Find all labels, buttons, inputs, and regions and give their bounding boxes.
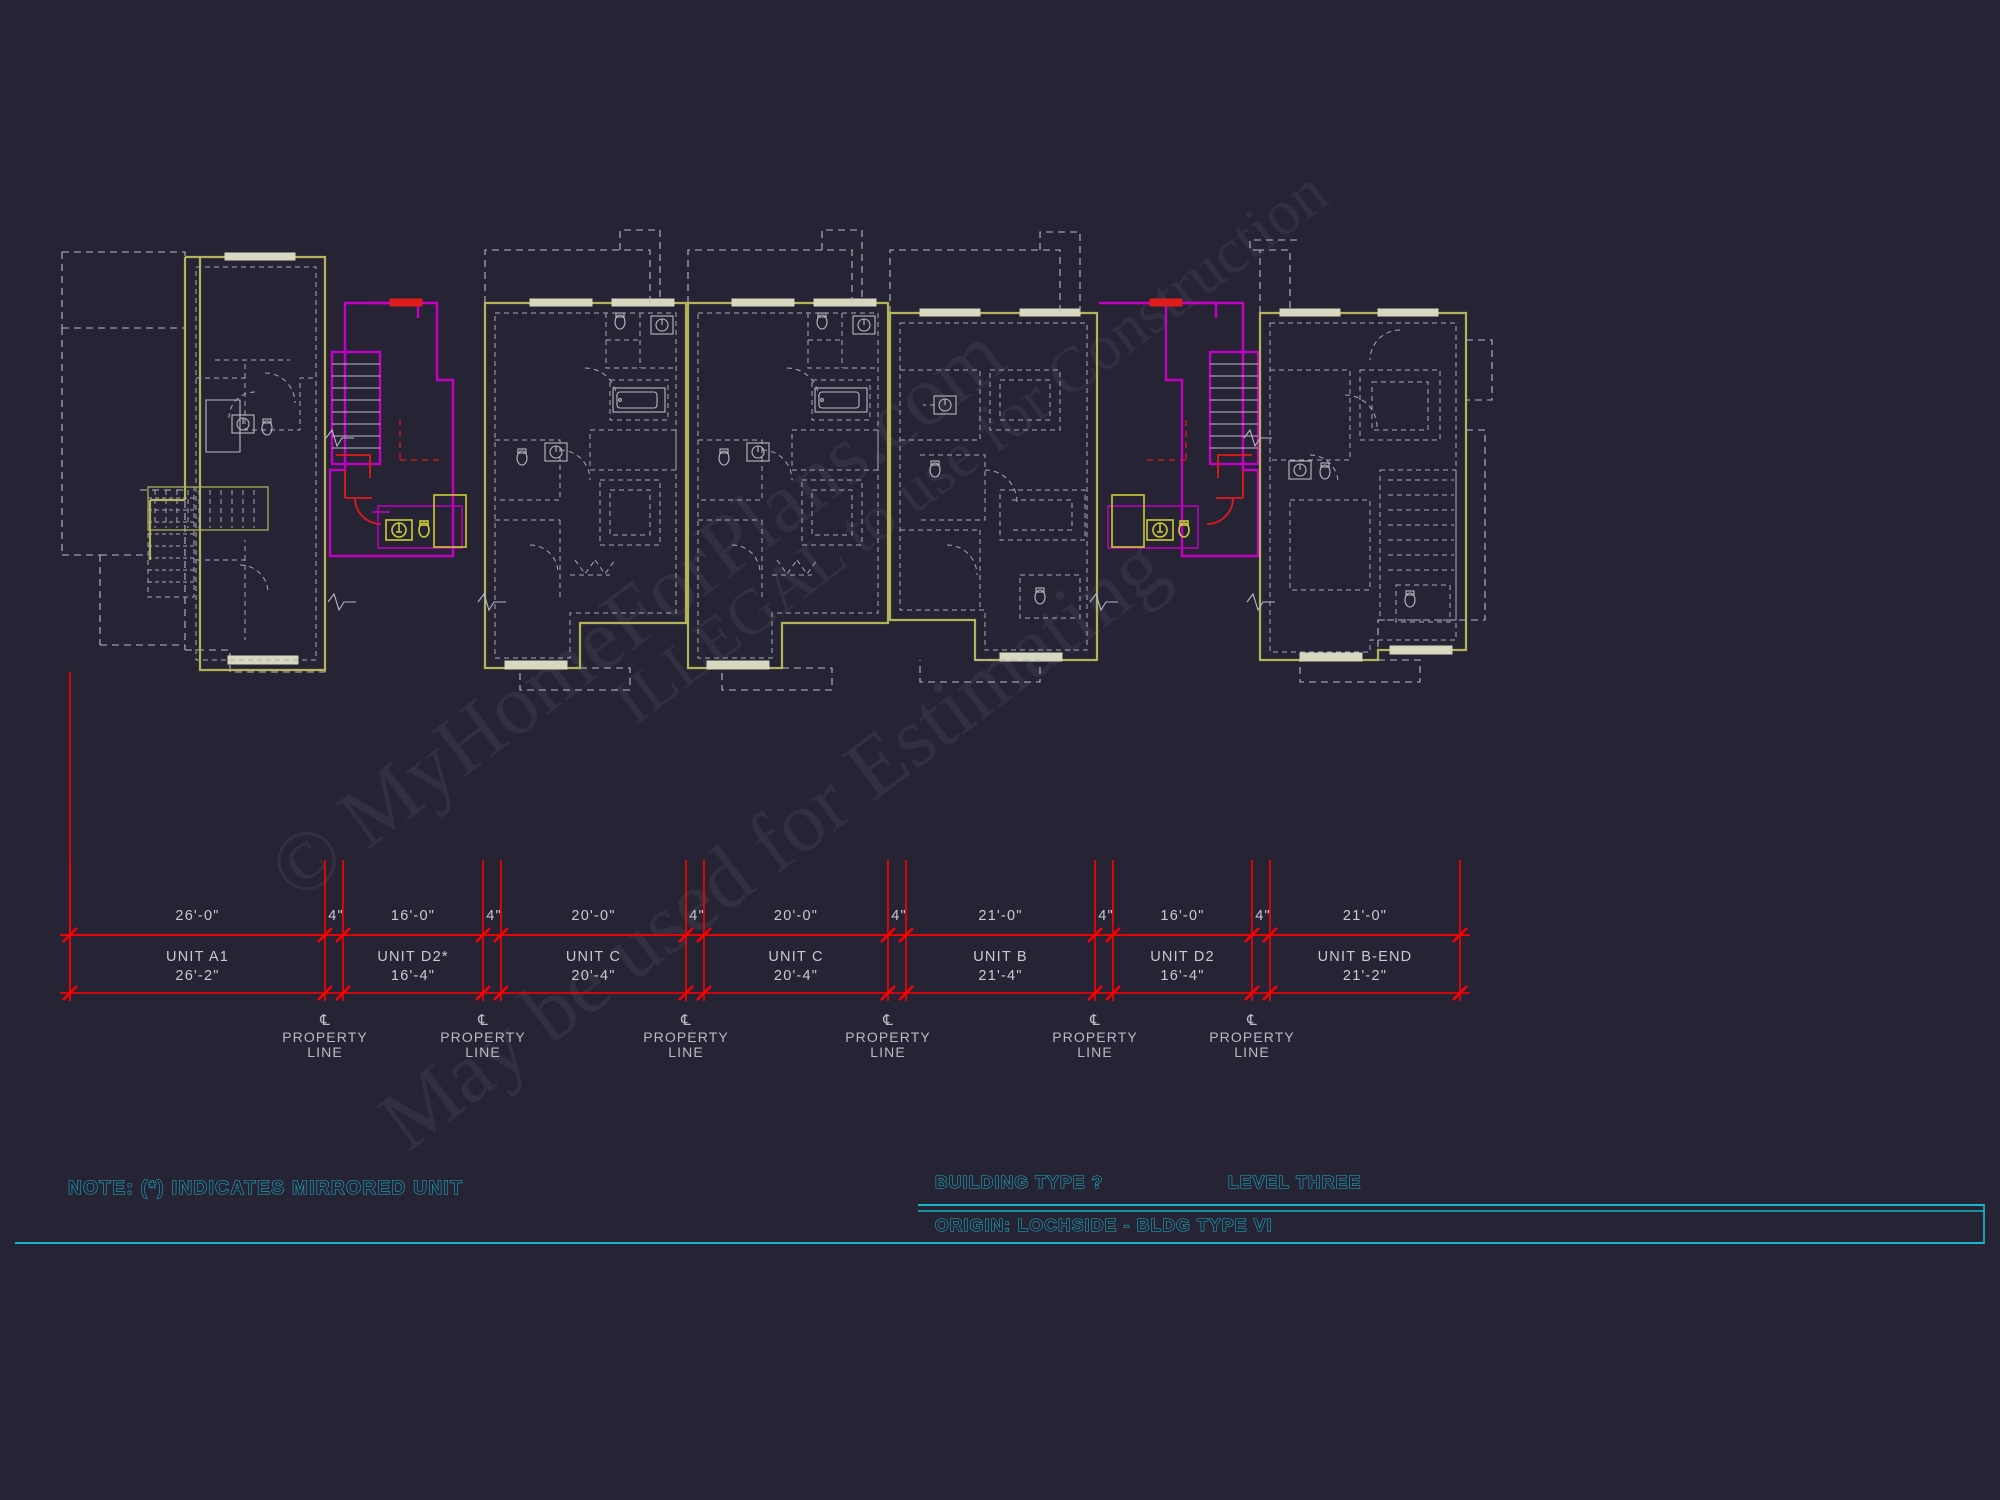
unit-nominal-dimension: 20'-0": [571, 908, 616, 924]
dimension-tick: [880, 927, 896, 943]
dimension-tick: [1262, 927, 1278, 943]
unit-nominal-dimension: 21'-0": [1342, 908, 1388, 924]
property-line-text-2: LINE: [465, 1044, 501, 1061]
property-line-text-1: PROPERTY: [282, 1028, 368, 1045]
unit-nominal-dimension: 26'-0": [175, 908, 220, 924]
centerline-symbol: ℄: [478, 1012, 488, 1029]
party-wall-dimension: 4": [1098, 908, 1114, 924]
dimension-tick: [317, 927, 333, 943]
party-wall-dimension: 4": [1255, 908, 1271, 924]
unit-overall-dimension: 16'-4": [390, 968, 436, 984]
unit-a1-geometry: [61, 251, 327, 673]
property-line-text-1: PROPERTY: [1052, 1028, 1138, 1045]
unit-overall-dimension: 21'-2": [1342, 968, 1388, 984]
unit-name-label: UNIT D2: [1150, 949, 1215, 965]
unit-b-end-geometry: [1249, 239, 1493, 683]
dimension-tick: [1244, 927, 1260, 943]
party-wall-dimension: 4": [689, 908, 705, 924]
unit-nominal-dimension: 21'-0": [978, 908, 1023, 924]
unit-c-2-geometry: [686, 229, 890, 691]
dimension-tick: [493, 927, 509, 943]
unit-d2-mirrored-geometry: [328, 298, 467, 558]
unit-c-1-geometry: [483, 229, 688, 691]
dimension-tick: [335, 927, 351, 943]
unit-overall-dimension: 26'-2": [175, 968, 220, 984]
unit-name-label: UNIT D2*: [377, 949, 449, 965]
centerline-symbol: ℄: [883, 1012, 893, 1029]
property-line-text-1: PROPERTY: [1209, 1028, 1295, 1045]
property-line-text-2: LINE: [668, 1044, 704, 1061]
centerline-symbol: ℄: [1247, 1012, 1257, 1029]
unit-nominal-dimension: 20'-0": [773, 908, 819, 924]
property-line-text-1: PROPERTY: [440, 1028, 526, 1045]
centerline-symbol: ℄: [1090, 1012, 1100, 1029]
unit-nominal-dimension: 16'-0": [1160, 908, 1205, 924]
unit-name-label: UNIT B: [973, 949, 1028, 965]
property-line-text-2: LINE: [307, 1044, 343, 1061]
dimension-tick: [1452, 927, 1468, 943]
property-line-text-2: LINE: [870, 1044, 906, 1061]
unit-d2-geometry: [1099, 298, 1260, 558]
party-wall-dimension: 4": [486, 908, 502, 924]
party-wall-dimension: 4": [891, 908, 907, 924]
dimension-tick: [1105, 927, 1121, 943]
dimension-tick: [1087, 927, 1103, 943]
centerline-symbol: ℄: [681, 1012, 691, 1029]
unit-name-label: UNIT B-END: [1317, 949, 1413, 965]
dimension-tick: [62, 927, 78, 943]
unit-overall-dimension: 21'-4": [978, 968, 1023, 984]
mirrored-unit-note: NOTE: (*) INDICATES MIRRORED UNIT: [67, 1177, 464, 1199]
unit-overall-dimension: 16'-4": [1160, 968, 1205, 984]
origin-label: ORIGIN: LOCHSIDE - BLDG TYPE VI: [934, 1214, 1273, 1235]
property-line-text-1: PROPERTY: [643, 1028, 729, 1045]
wall-break-symbols: [325, 428, 1275, 612]
dimension-tick: [678, 927, 694, 943]
property-line-text-1: PROPERTY: [845, 1028, 931, 1045]
unit-overall-dimension: 20'-4": [773, 968, 819, 984]
dimension-tick: [475, 927, 491, 943]
level-label: LEVEL THREE: [1227, 1171, 1362, 1192]
property-line-text-2: LINE: [1077, 1044, 1113, 1061]
unit-name-label: UNIT C: [768, 949, 824, 965]
property-line-text-2: LINE: [1234, 1044, 1270, 1061]
centerline-symbol: ℄: [320, 1012, 330, 1029]
unit-name-label: UNIT C: [565, 949, 622, 965]
party-wall-dimension: 4": [328, 908, 344, 924]
dimension-tick: [898, 927, 914, 943]
unit-name-label: UNIT A1: [166, 949, 229, 965]
unit-nominal-dimension: 16'-0": [390, 908, 436, 924]
unit-overall-dimension: 20'-4": [571, 968, 616, 984]
building-type-label: BUILDING TYPE ?: [934, 1171, 1104, 1192]
unit-b-geometry: [888, 231, 1099, 683]
dimension-tick: [696, 927, 712, 943]
